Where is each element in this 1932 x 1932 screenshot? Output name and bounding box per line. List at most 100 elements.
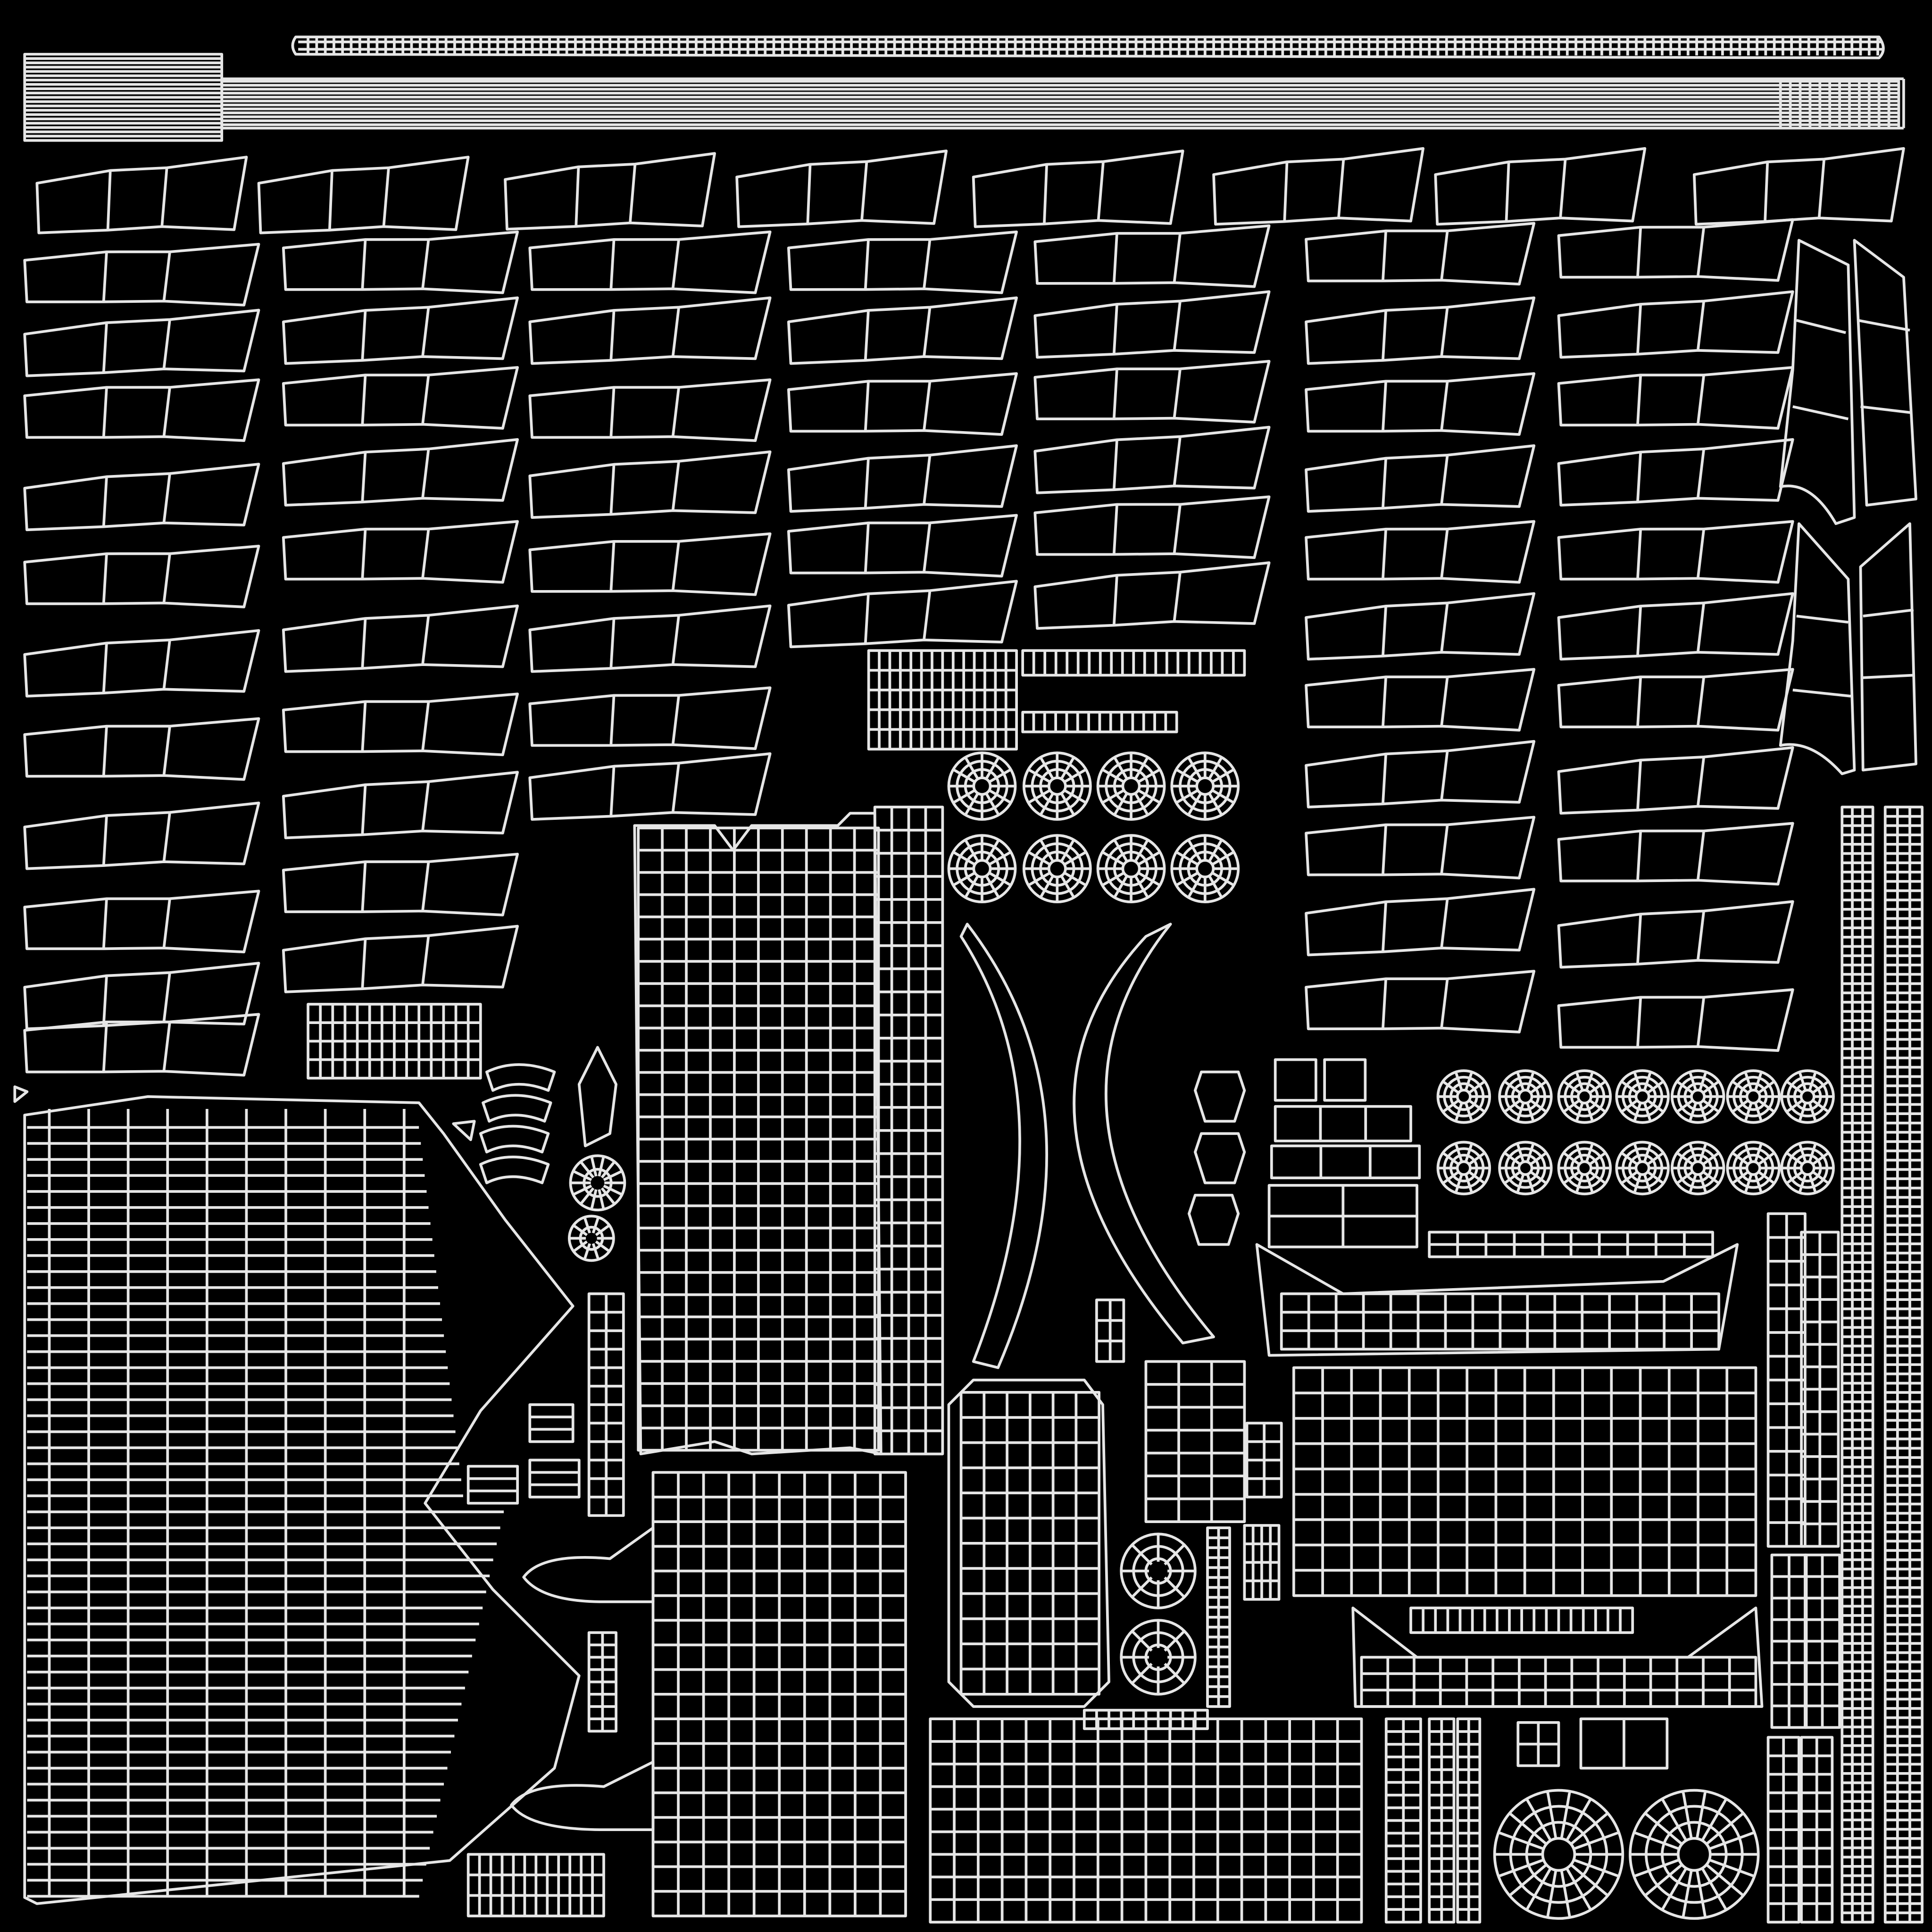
thin-detail-strip-3 xyxy=(1409,1607,1634,1634)
long-strip-lines xyxy=(222,80,1900,128)
right-wide-panel-grid xyxy=(1292,1366,1757,1597)
narrow-side-strip-4 xyxy=(1804,1553,1841,1729)
plank-island-c2-r3 xyxy=(528,450,772,519)
tiny-block-1 xyxy=(1095,1299,1125,1363)
rounded-square-grid xyxy=(959,1391,1100,1696)
right-winged-panel-1-grid xyxy=(1280,1292,1720,1351)
tiny-vertical-strip xyxy=(1206,1526,1231,1708)
plank-island-c2-r5 xyxy=(528,604,772,673)
narrow-side-strip-1 xyxy=(1766,1212,1807,1548)
plank-island-c5-r8 xyxy=(1305,816,1536,880)
plank-island-c1-r8 xyxy=(282,852,519,916)
small-square-island-0 xyxy=(1274,1058,1317,1102)
plank-island-c1-r2 xyxy=(282,366,519,430)
thin-detail-strip-2 xyxy=(1021,711,1178,733)
disc-islands xyxy=(567,751,1835,1920)
fan-segment-0 xyxy=(485,1063,556,1092)
plank-island-c3-r0 xyxy=(787,230,1018,294)
small-square-island-1 xyxy=(1323,1058,1367,1102)
plank-island-c0-r8 xyxy=(23,890,260,954)
plank-island-c6-r6 xyxy=(1557,668,1794,732)
plank-island-c2-r1 xyxy=(528,296,772,365)
plank-island-c0-r5 xyxy=(23,629,260,698)
disc-island-0 xyxy=(947,751,1017,821)
fan-segment-2 xyxy=(479,1124,550,1154)
disc-island-6 xyxy=(1096,834,1166,904)
fan-segment-1 xyxy=(482,1094,552,1123)
small-box-1 xyxy=(1516,1721,1560,1767)
lower-center-island-grid xyxy=(651,1471,907,1917)
small-half-disc xyxy=(567,1215,615,1262)
plank-island-c1-r9 xyxy=(282,924,519,993)
arc-island-left xyxy=(959,923,1048,1369)
octagon-disc-2 xyxy=(1120,1619,1197,1696)
plank-island-c0-r7 xyxy=(23,801,260,870)
tiny-block-2 xyxy=(1245,1422,1283,1499)
bottom-double-arch-grid xyxy=(929,1717,1363,1924)
plank-island-c4-r0 xyxy=(1033,224,1271,288)
oval-island-4 xyxy=(1670,1069,1725,1124)
disc-island-5 xyxy=(1022,834,1092,904)
tall-curved-island-3 xyxy=(1779,522,1856,775)
plank-island-c0-r1 xyxy=(23,308,260,377)
plank-island-top-3 xyxy=(735,150,948,228)
narrow-side-strip-2 xyxy=(1800,1231,1840,1548)
plank-island-c5-r9 xyxy=(1305,888,1536,957)
bottom-narrow-strip-3 xyxy=(1456,1717,1482,1924)
plank-island-c5-r6 xyxy=(1305,668,1536,732)
bottom-side-strip-2 xyxy=(1800,1736,1834,1924)
small-rect-strip-1 xyxy=(1274,1105,1412,1142)
tall-center-side-strip xyxy=(873,806,944,1456)
plank-island-c4-r2 xyxy=(1033,360,1271,424)
top-left-strip-stack xyxy=(23,53,224,142)
plank-island-c5-r0 xyxy=(1305,222,1536,286)
plank-island-c1-r0 xyxy=(282,230,519,294)
top-rope-strip xyxy=(291,35,1885,59)
tall-curved-island-1 xyxy=(1779,239,1856,525)
oval-island-11 xyxy=(1670,1141,1725,1196)
tall-center-island-grid xyxy=(637,826,880,1452)
small-grid-block-2 xyxy=(307,1003,482,1080)
plank-island-c2-r4 xyxy=(528,532,772,596)
plank-island-c0-r9 xyxy=(23,962,260,1031)
right-winged-panel-2-grid xyxy=(1360,1656,1757,1708)
plank-island-c0-r2 xyxy=(23,378,260,442)
oval-island-7 xyxy=(1436,1141,1491,1196)
large-left-island-grid xyxy=(27,1109,504,1898)
plank-island-c2-r2 xyxy=(528,378,772,442)
plank-island-c5-r3 xyxy=(1305,444,1536,513)
plank-island-c0-r10 xyxy=(23,1013,260,1077)
disc-island-1 xyxy=(1022,751,1092,821)
plank-island-c1-r1 xyxy=(282,296,519,365)
tall-rope-strip-1 xyxy=(1840,806,1874,1924)
small-thin-strip xyxy=(1428,1231,1714,1258)
plank-island-top-5 xyxy=(1212,147,1425,226)
plank-island-c5-r1 xyxy=(1305,296,1536,365)
small-cup-island-0 xyxy=(1194,1070,1246,1123)
tall-rope-strip-2 xyxy=(1883,806,1924,1924)
plank-island-c5-r10 xyxy=(1305,970,1536,1033)
lower-center-pointed-tab-2 xyxy=(510,1760,655,1832)
plank-island-top-1 xyxy=(257,156,470,234)
plank-island-c6-r9 xyxy=(1557,900,1794,969)
rounded-square-island xyxy=(947,1378,1110,1708)
plank-island-c3-r2 xyxy=(787,372,1018,436)
plank-island-c5-r2 xyxy=(1305,372,1536,436)
plank-island-c3-r4 xyxy=(787,514,1018,578)
thin-detail-strip-1 xyxy=(1021,649,1246,677)
lower-center-pointed-tab-1 xyxy=(522,1526,655,1603)
plank-island-c5-r4 xyxy=(1305,520,1536,584)
small-sun-disc xyxy=(569,1154,626,1212)
plank-island-c1-r4 xyxy=(282,520,519,584)
disc-island-2 xyxy=(1096,751,1166,821)
plank-island-top-6 xyxy=(1434,147,1647,226)
plank-island-c2-r6 xyxy=(528,686,772,750)
oval-island-1 xyxy=(1498,1069,1553,1124)
tall-curved-island-4 xyxy=(1859,522,1917,772)
small-grid-block-3 xyxy=(867,649,1018,751)
oval-island-0 xyxy=(1436,1069,1491,1124)
small-grid-block-1 xyxy=(1144,1360,1246,1523)
small-rect-strip-2 xyxy=(1270,1144,1421,1180)
oval-island-13 xyxy=(1780,1141,1835,1196)
